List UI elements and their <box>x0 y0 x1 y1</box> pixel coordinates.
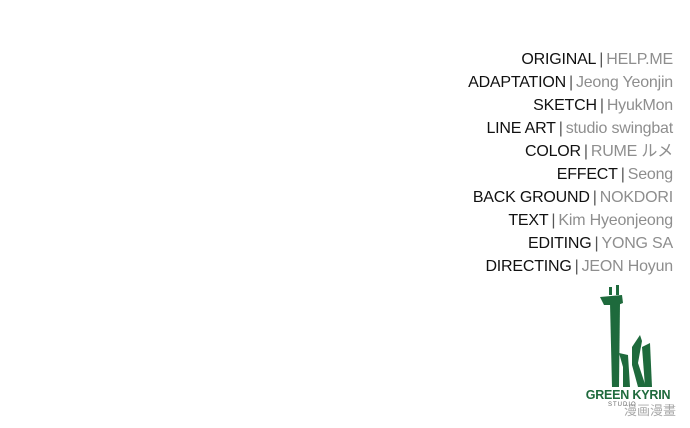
studio-logo: GREEN KYRIN STUDIO <box>582 283 674 413</box>
credit-separator: | <box>558 120 563 137</box>
credit-person: Jeong Yeonjin <box>575 74 673 91</box>
credit-separator: | <box>551 212 556 229</box>
credit-person: HELP.ME <box>606 51 673 68</box>
credit-effect: EFFECT|Seong <box>253 163 673 186</box>
credit-role: DIRECTING <box>485 258 572 275</box>
credit-separator: | <box>583 143 588 160</box>
credit-separator: | <box>574 258 579 275</box>
credit-adaptation: ADAPTATION|Jeong Yeonjin <box>253 71 673 94</box>
credit-role: EFFECT <box>556 166 618 183</box>
credit-sketch: SKETCH|HyukMon <box>253 94 673 117</box>
credit-text: TEXT|Kim Hyeonjeong <box>253 209 673 232</box>
credit-role: ORIGINAL <box>521 51 597 68</box>
credit-person: Kim Hyeonjeong <box>558 212 673 229</box>
credit-line-art: LINE ART|studio swingbat <box>253 117 673 140</box>
credits-list: ORIGINAL|HELP.ME ADAPTATION|Jeong Yeonji… <box>253 48 673 278</box>
credit-role: BACK GROUND <box>472 189 590 206</box>
credit-role: SKETCH <box>533 97 597 114</box>
credit-color: COLOR|RUME ルメ <box>253 140 673 163</box>
credit-separator: | <box>599 51 604 68</box>
credit-background: BACK GROUND|NOKDORI <box>253 186 673 209</box>
credit-role: LINE ART <box>486 120 556 137</box>
credit-role: COLOR <box>524 143 581 160</box>
credit-editing: EDITING|YONG SA <box>253 232 673 255</box>
credit-directing: DIRECTING|JEON Hoyun <box>253 255 673 278</box>
credit-separator: | <box>592 189 597 206</box>
credit-separator: | <box>620 166 625 183</box>
credit-role: TEXT <box>508 212 549 229</box>
credit-person: YONG SA <box>601 235 673 252</box>
credit-person: NOKDORI <box>599 189 673 206</box>
credit-separator: | <box>594 235 599 252</box>
credit-role: EDITING <box>528 235 592 252</box>
watermark: 漫画漫畫 <box>624 404 677 419</box>
credit-role: ADAPTATION <box>468 74 566 91</box>
credit-person: JEON Hoyun <box>581 258 674 275</box>
credit-original: ORIGINAL|HELP.ME <box>253 48 673 71</box>
giraffe-icon <box>600 285 652 387</box>
credit-separator: | <box>568 74 573 91</box>
credit-separator: | <box>599 97 604 114</box>
credit-person: Seong <box>627 166 673 183</box>
logo-name: GREEN KYRIN <box>585 388 671 402</box>
credit-person: HyukMon <box>606 97 673 114</box>
credit-person: RUME ルメ <box>590 143 673 160</box>
logo-sub: STUDIO <box>608 402 637 408</box>
credit-person: studio swingbat <box>565 120 673 137</box>
